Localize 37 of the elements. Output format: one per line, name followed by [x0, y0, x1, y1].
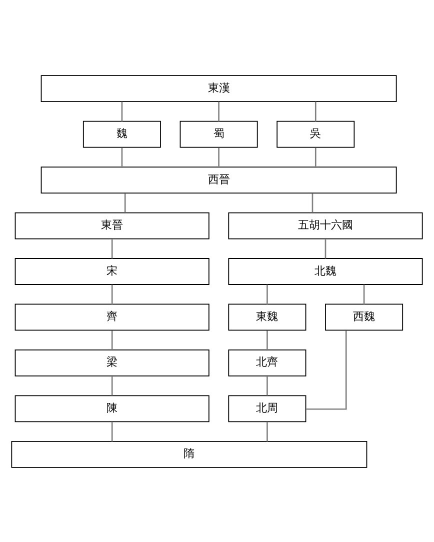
node-box: 西魏 — [325, 303, 404, 330]
connector — [218, 101, 220, 121]
node-box: 宋 — [14, 258, 210, 284]
connector — [218, 147, 220, 166]
node-box: 魏 — [82, 120, 161, 148]
node-box: 五胡十六國 — [228, 212, 423, 239]
node-box: 東魏 — [228, 303, 306, 330]
connector — [266, 284, 268, 304]
connector — [314, 147, 316, 166]
node-box: 梁 — [14, 349, 210, 376]
node-box: 西晉 — [40, 166, 397, 193]
node-box: 吳 — [276, 120, 355, 148]
connector — [324, 238, 326, 258]
connector — [111, 284, 113, 304]
connector — [266, 330, 268, 350]
connector — [266, 421, 268, 441]
connector — [121, 147, 123, 166]
connector — [111, 421, 113, 441]
connector — [363, 284, 365, 304]
connector — [266, 376, 268, 396]
connector — [314, 101, 316, 121]
node-box: 東漢 — [40, 74, 397, 102]
connector — [306, 330, 347, 410]
connector — [312, 192, 314, 212]
node-box: 蜀 — [180, 120, 258, 148]
node-box: 北齊 — [228, 349, 306, 376]
node-box: 北周 — [228, 394, 306, 422]
connector — [111, 238, 113, 258]
node-box: 齊 — [14, 303, 210, 330]
connector — [111, 376, 113, 396]
node-box: 隋 — [11, 440, 368, 468]
connector — [124, 192, 126, 212]
node-box: 東晉 — [14, 212, 210, 239]
node-box: 北魏 — [228, 258, 423, 284]
node-box: 陳 — [14, 394, 210, 422]
connector — [111, 330, 113, 350]
connector — [121, 101, 123, 121]
